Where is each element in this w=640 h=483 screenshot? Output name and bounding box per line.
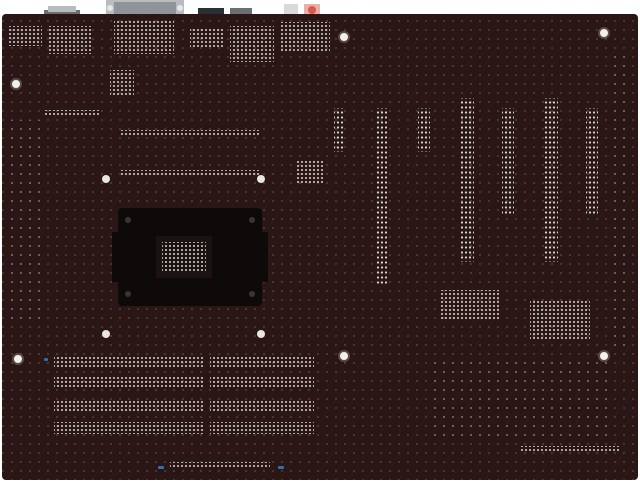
mounting-hole	[598, 27, 610, 39]
slot-pin-row	[376, 108, 388, 286]
slot-pin-row	[544, 98, 558, 262]
cooler-mount-holes	[102, 175, 265, 338]
blue-accent-parts	[44, 358, 284, 469]
slot-pin-row	[586, 108, 598, 216]
mounting-hole	[10, 78, 22, 90]
rear-io-connectors	[44, 0, 320, 18]
mounting-holes	[10, 27, 610, 365]
mounting-hole	[338, 31, 350, 43]
slot-pin-row	[460, 98, 474, 262]
mounting-hole	[598, 350, 610, 362]
mounting-hole	[12, 353, 24, 365]
io-solder-pads	[8, 20, 330, 96]
slot-pin-row	[418, 108, 430, 152]
slot-pin-row	[334, 108, 344, 152]
component-pads	[10, 50, 630, 468]
slot-pin-row	[502, 108, 514, 216]
expansion-slot-pins	[334, 98, 598, 286]
cpu-socket-backplate	[112, 208, 268, 306]
memory-slot-pins	[54, 356, 314, 434]
mounting-hole	[338, 350, 350, 362]
